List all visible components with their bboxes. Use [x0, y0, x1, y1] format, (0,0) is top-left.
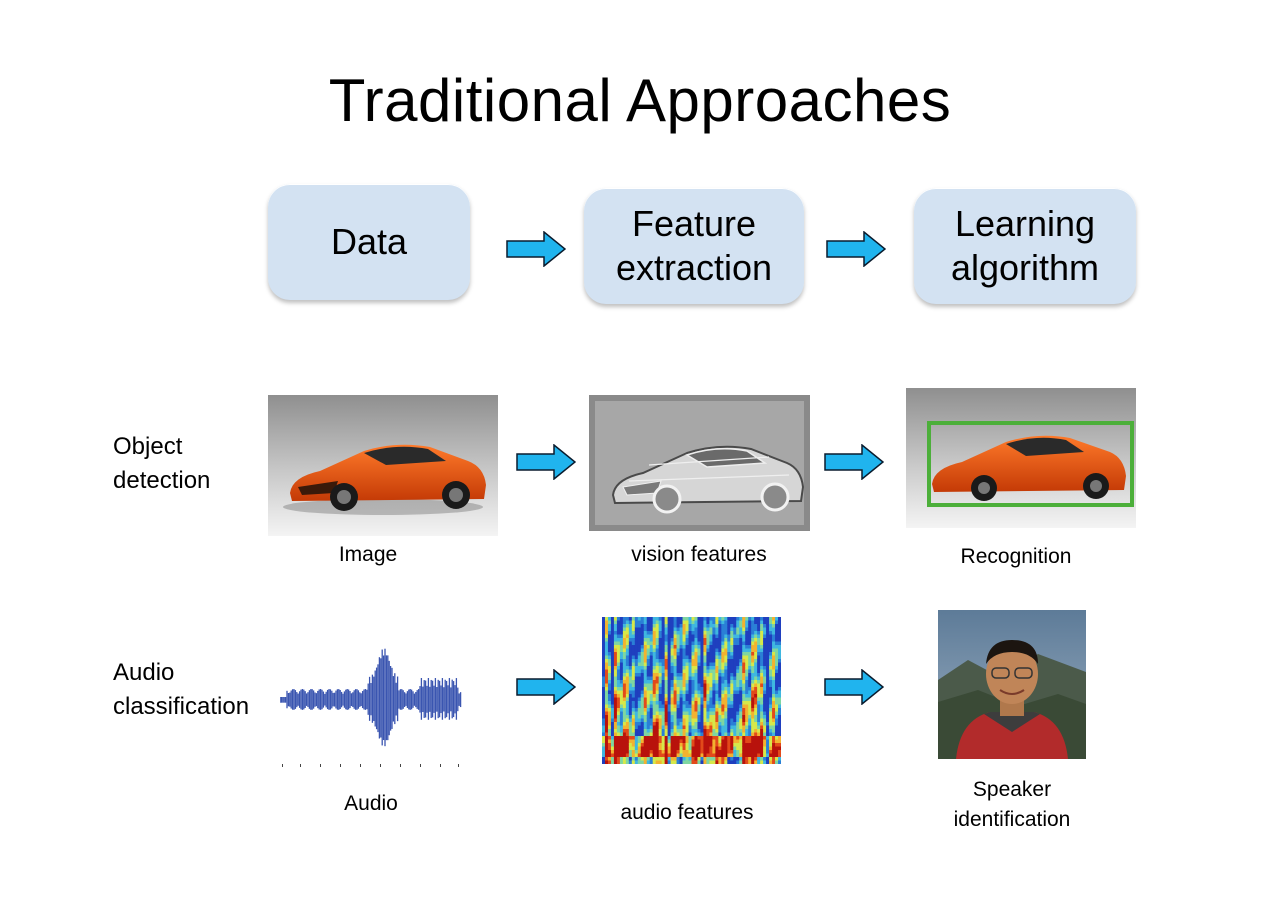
audio-features-spectrogram [602, 617, 781, 764]
arrow-right-icon [516, 444, 576, 480]
arrow-right-icon [516, 669, 576, 705]
arrow-right-icon [824, 669, 884, 705]
detection-bounding-box [927, 421, 1134, 507]
audio-waveform-image [280, 648, 462, 767]
arrow-right-icon [506, 231, 566, 267]
vision-features-image [589, 395, 810, 531]
caption-vision-features: vision features [631, 543, 767, 566]
speaker-photo [938, 610, 1086, 759]
pipeline-box-learning-algorithm: Learning algorithm [914, 188, 1136, 304]
caption-speaker-identification: Speaker identification [953, 778, 1071, 831]
car-image [268, 395, 498, 536]
caption-audio: Audio [344, 792, 398, 815]
pipeline-box-feature-extraction: Feature extraction [584, 188, 804, 304]
pipeline-box-data: Data [268, 184, 470, 300]
caption-image: Image [338, 543, 398, 566]
slide-title: Traditional Approaches [328, 67, 952, 134]
row-label-audio-classification: Audio classification [113, 659, 250, 720]
row-label-object-detection: Object detection [113, 433, 211, 494]
recognition-image [906, 388, 1136, 528]
arrow-right-icon [826, 231, 886, 267]
arrow-right-icon [824, 444, 884, 480]
caption-recognition: Recognition [960, 545, 1072, 568]
caption-audio-features: audio features [620, 801, 754, 824]
